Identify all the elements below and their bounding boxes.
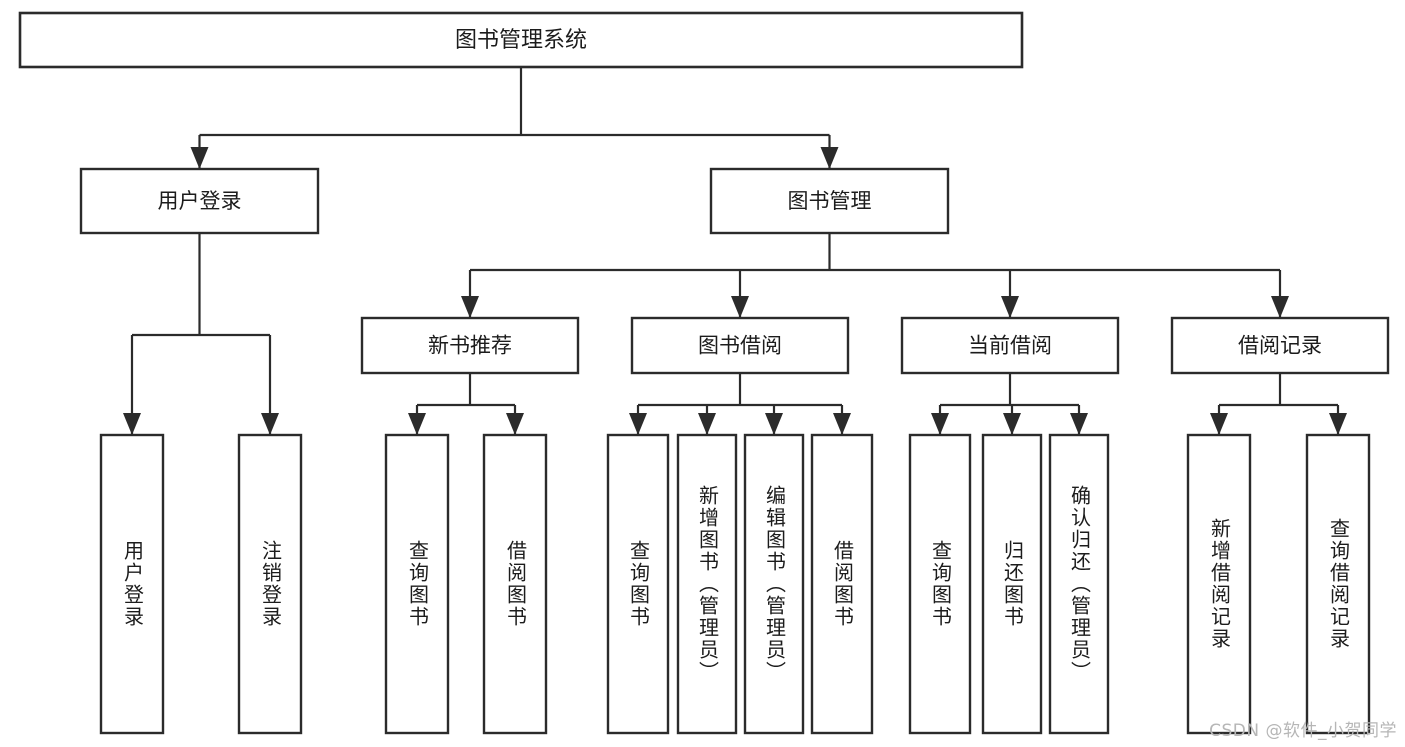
node-box-level3-1[interactable] — [630, 316, 850, 375]
arrow-head-icon — [731, 296, 749, 318]
arrow-head-icon — [765, 413, 783, 435]
arrow-head-icon — [1003, 413, 1021, 435]
node-box-leaf-7[interactable] — [810, 433, 874, 735]
node-box-leaf-3[interactable] — [482, 433, 548, 735]
node-box-leaf-11[interactable] — [1186, 433, 1252, 735]
arrow-head-icon — [190, 147, 209, 169]
arrow-head-icon — [506, 413, 524, 435]
arrow-head-icon — [1271, 296, 1289, 318]
node-box-level3-0[interactable] — [360, 316, 580, 375]
arrow-head-icon — [833, 413, 851, 435]
arrow-head-icon — [1070, 413, 1088, 435]
arrow-head-icon — [1329, 413, 1347, 435]
node-box-level3-3[interactable] — [1170, 316, 1390, 375]
node-box-level2-0[interactable] — [79, 167, 320, 235]
node-box-root[interactable] — [18, 11, 1024, 69]
csdn-watermark: CSDN @软件_小贺同学 — [1209, 721, 1397, 741]
arrow-head-icon — [629, 413, 647, 435]
node-box-leaf-0[interactable] — [99, 433, 165, 735]
arrow-head-icon — [1001, 296, 1019, 318]
node-box-leaf-8[interactable] — [908, 433, 972, 735]
node-label-level3-2: 当前借阅 — [968, 334, 1052, 358]
arrow-head-icon — [461, 296, 479, 318]
node-label-root: 图书管理系统 — [455, 28, 587, 53]
node-label-level2-1: 图书管理 — [788, 189, 872, 213]
arrow-head-icon — [123, 413, 141, 435]
node-box-leaf-10[interactable] — [1048, 433, 1110, 735]
connector-layer — [123, 67, 1347, 435]
arrow-head-icon — [261, 413, 279, 435]
node-label-level3-1: 图书借阅 — [698, 334, 782, 358]
arrow-head-icon — [1210, 413, 1228, 435]
node-box-leaf-6[interactable] — [743, 433, 805, 735]
node-label-level3-0: 新书推荐 — [428, 334, 512, 358]
arrow-head-icon — [698, 413, 716, 435]
node-box-leaf-12[interactable] — [1305, 433, 1371, 735]
node-box-leaf-2[interactable] — [384, 433, 450, 735]
arrow-head-icon — [820, 147, 839, 169]
node-box-leaf-4[interactable] — [606, 433, 670, 735]
arrow-head-icon — [408, 413, 426, 435]
node-box-level2-1[interactable] — [709, 167, 950, 235]
arrow-head-icon — [931, 413, 949, 435]
node-box-leaf-1[interactable] — [237, 433, 303, 735]
node-box-level3-2[interactable] — [900, 316, 1120, 375]
node-box-leaf-9[interactable] — [981, 433, 1043, 735]
node-box-leaf-5[interactable] — [676, 433, 738, 735]
node-label-level3-3: 借阅记录 — [1238, 334, 1322, 358]
box-layer — [18, 11, 1390, 735]
node-label-level2-0: 用户登录 — [158, 189, 242, 213]
